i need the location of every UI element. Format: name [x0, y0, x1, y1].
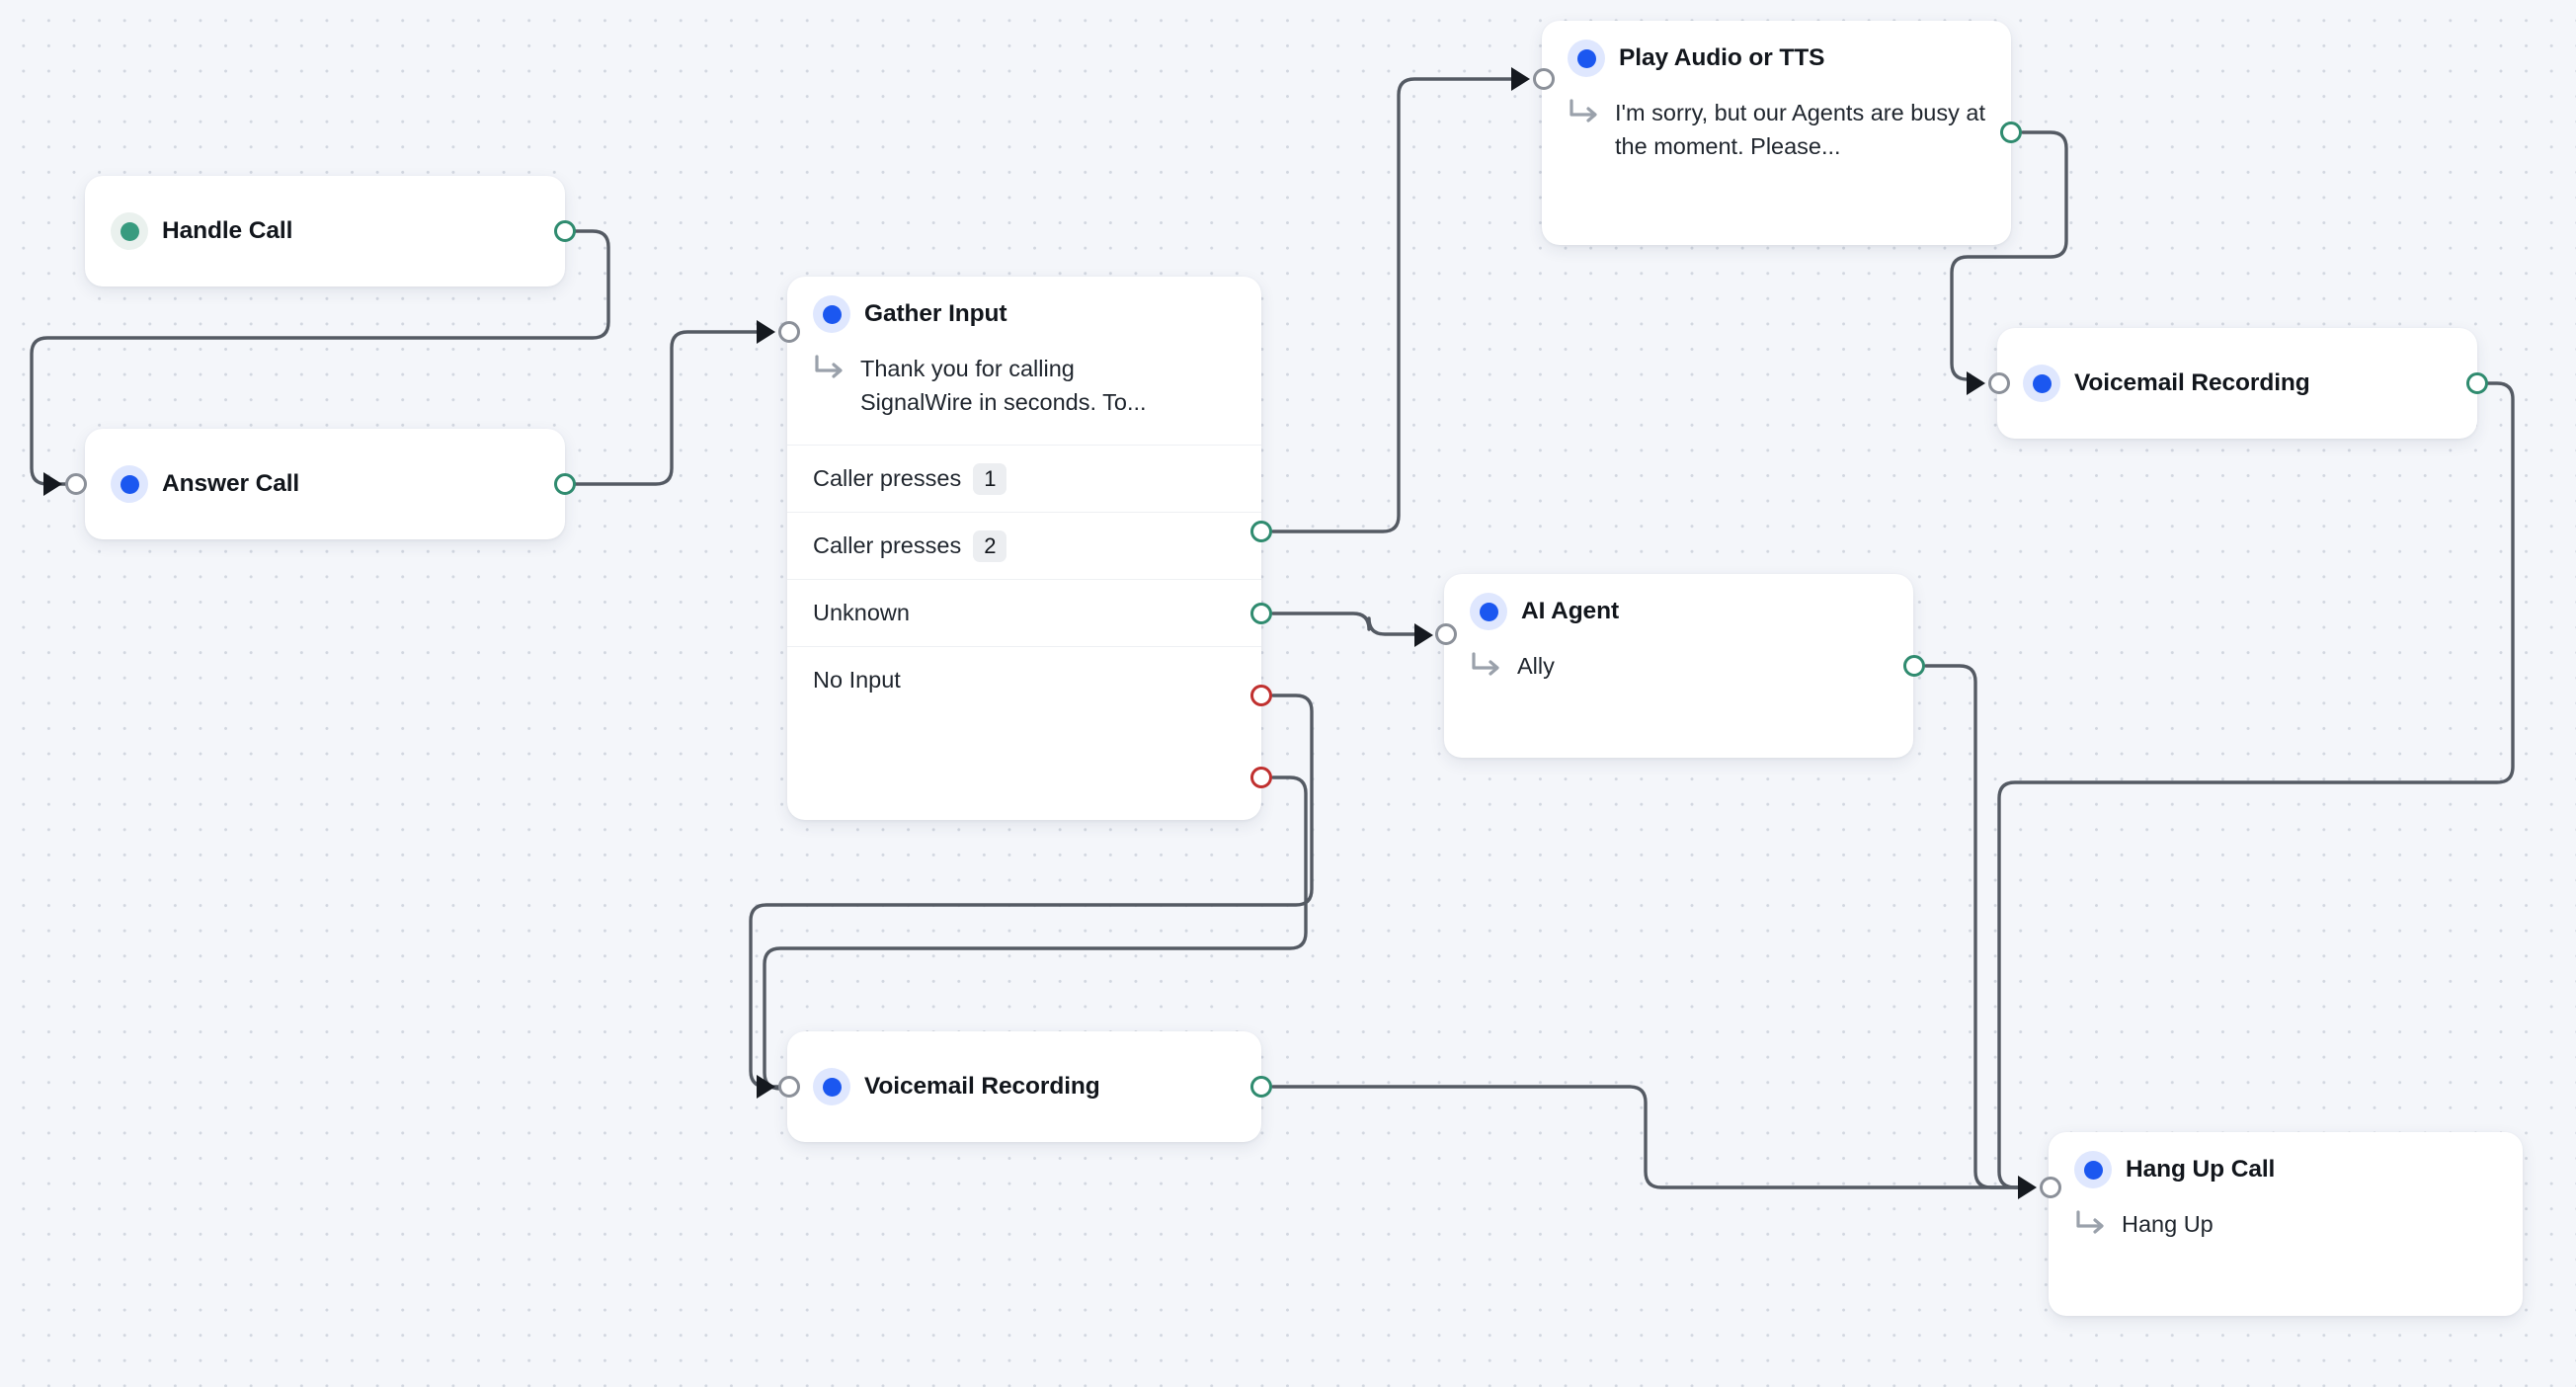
- node-voicemail-recording-right-title: Voicemail Recording: [2074, 369, 2310, 396]
- node-voicemail-recording-bottom[interactable]: Voicemail Recording: [787, 1031, 1261, 1142]
- option-caller-presses-1-badge: 1: [973, 462, 1007, 495]
- node-play-audio-or-tts-subtitle-row: I'm sorry, but our Agents are busy at th…: [1542, 96, 2011, 189]
- node-ai-agent-subtitle: Ally: [1517, 653, 1555, 679]
- handle-out-no-input[interactable]: [1250, 767, 1272, 788]
- node-hang-up-call-header: Hang Up Call: [2049, 1132, 2523, 1207]
- option-caller-presses-2-badge: 2: [973, 530, 1007, 562]
- arrow-turn-down-right-icon: [1568, 98, 1601, 127]
- node-play-audio-or-tts-subtitle: I'm sorry, but our Agents are busy at th…: [1615, 100, 1986, 159]
- handle-out-caller-presses-2[interactable]: [1250, 603, 1272, 624]
- option-no-input[interactable]: No Input: [787, 646, 1261, 713]
- node-hang-up-call-subtitle: Hang Up: [2122, 1211, 2214, 1237]
- edge-ai-agent-to-hang-up: [1924, 664, 2025, 1189]
- node-handle-call-header: Handle Call: [85, 176, 565, 286]
- edge-voicemail-right-to-hang-up: [1997, 381, 2515, 1189]
- node-gather-input-header: Gather Input: [787, 277, 1261, 352]
- handle-in-voicemail-recording-bottom[interactable]: [778, 1076, 800, 1098]
- node-ai-agent-subtitle-row: Ally: [1444, 649, 1913, 704]
- option-caller-presses-2[interactable]: Caller presses 2: [787, 512, 1261, 579]
- option-unknown-label: Unknown: [813, 600, 910, 625]
- arrow-turn-down-right-icon: [813, 354, 846, 383]
- node-gather-input-subtitle-row: Thank you for calling SignalWire in seco…: [787, 352, 1261, 445]
- handle-out-caller-presses-1[interactable]: [1250, 521, 1272, 542]
- status-dot-green-icon: [111, 212, 148, 250]
- handle-in-play-audio-or-tts[interactable]: [1533, 68, 1555, 90]
- node-answer-call[interactable]: Answer Call: [85, 429, 565, 539]
- handle-in-answer-call[interactable]: [65, 473, 87, 495]
- arrowhead-into-voicemail-recording-right: [1967, 371, 1985, 395]
- arrow-turn-down-right-icon: [1470, 651, 1503, 681]
- edge-voicemail-bottom-to-hang-up: [1271, 1085, 2025, 1189]
- node-play-audio-or-tts-header: Play Audio or TTS: [1542, 21, 2011, 96]
- arrowhead-into-gather-input: [757, 320, 775, 344]
- handle-in-hang-up-call[interactable]: [2040, 1177, 2061, 1198]
- status-dot-blue-icon: [111, 465, 148, 503]
- node-play-audio-or-tts-title: Play Audio or TTS: [1619, 44, 1825, 71]
- option-no-input-label: No Input: [813, 667, 901, 693]
- status-dot-blue-icon: [813, 1068, 850, 1105]
- status-dot-blue-icon: [2023, 365, 2060, 402]
- node-voicemail-recording-right-header: Voicemail Recording: [1997, 328, 2477, 439]
- node-voicemail-recording-bottom-header: Voicemail Recording: [787, 1031, 1261, 1142]
- node-hang-up-call-title: Hang Up Call: [2126, 1156, 2276, 1183]
- node-handle-call[interactable]: Handle Call: [85, 176, 565, 286]
- option-caller-presses-1[interactable]: Caller presses 1: [787, 445, 1261, 512]
- handle-out-unknown[interactable]: [1250, 685, 1272, 706]
- handle-out-voicemail-recording-right[interactable]: [2466, 372, 2488, 394]
- node-voicemail-recording-bottom-title: Voicemail Recording: [864, 1073, 1100, 1100]
- node-gather-input-title: Gather Input: [864, 300, 1007, 327]
- arrowhead-into-voicemail-recording-bottom: [757, 1075, 775, 1099]
- handle-in-voicemail-recording-right[interactable]: [1988, 372, 2010, 394]
- option-caller-presses-1-label: Caller presses: [813, 465, 962, 491]
- node-ai-agent-title: AI Agent: [1521, 598, 1620, 624]
- node-answer-call-title: Answer Call: [162, 470, 300, 497]
- status-dot-blue-icon: [1568, 40, 1605, 77]
- arrow-turn-down-right-icon: [2074, 1209, 2108, 1239]
- option-unknown[interactable]: Unknown: [787, 579, 1261, 646]
- handle-out-voicemail-recording-bottom[interactable]: [1250, 1076, 1272, 1098]
- handle-in-gather-input[interactable]: [778, 321, 800, 343]
- handle-out-answer-call[interactable]: [554, 473, 576, 495]
- node-answer-call-header: Answer Call: [85, 429, 565, 539]
- handle-out-ai-agent[interactable]: [1903, 655, 1925, 677]
- node-play-audio-or-tts[interactable]: Play Audio or TTS I'm sorry, but our Age…: [1542, 21, 2011, 245]
- handle-out-play-audio-or-tts[interactable]: [2000, 122, 2022, 143]
- status-dot-blue-icon: [1470, 593, 1507, 630]
- handle-out-handle-call[interactable]: [554, 220, 576, 242]
- edge-caller-presses-1-to-play-audio: [1271, 77, 1515, 533]
- edge-answer-call-to-gather-input: [563, 330, 761, 486]
- node-ai-agent-header: AI Agent: [1444, 574, 1913, 649]
- node-gather-input[interactable]: Gather Input Thank you for calling Signa…: [787, 277, 1261, 820]
- arrowhead-into-answer-call: [43, 472, 62, 496]
- node-handle-call-title: Handle Call: [162, 217, 293, 244]
- edge-caller-presses-2-to-ai-agent: [1271, 612, 1420, 636]
- node-hang-up-call[interactable]: Hang Up Call Hang Up: [2049, 1132, 2523, 1316]
- node-voicemail-recording-right[interactable]: Voicemail Recording: [1997, 328, 2477, 439]
- node-gather-input-subtitle: Thank you for calling SignalWire in seco…: [860, 356, 1147, 415]
- handle-in-ai-agent[interactable]: [1435, 623, 1457, 645]
- option-caller-presses-2-label: Caller presses: [813, 532, 962, 558]
- status-dot-blue-icon: [813, 295, 850, 333]
- node-ai-agent[interactable]: AI Agent Ally: [1444, 574, 1913, 758]
- status-dot-blue-icon: [2074, 1151, 2112, 1188]
- arrowhead-into-ai-agent: [1414, 623, 1433, 647]
- node-hang-up-call-subtitle-row: Hang Up: [2049, 1207, 2523, 1263]
- arrowhead-into-play-audio-or-tts: [1511, 67, 1530, 91]
- arrowhead-into-hang-up-call: [2018, 1176, 2037, 1199]
